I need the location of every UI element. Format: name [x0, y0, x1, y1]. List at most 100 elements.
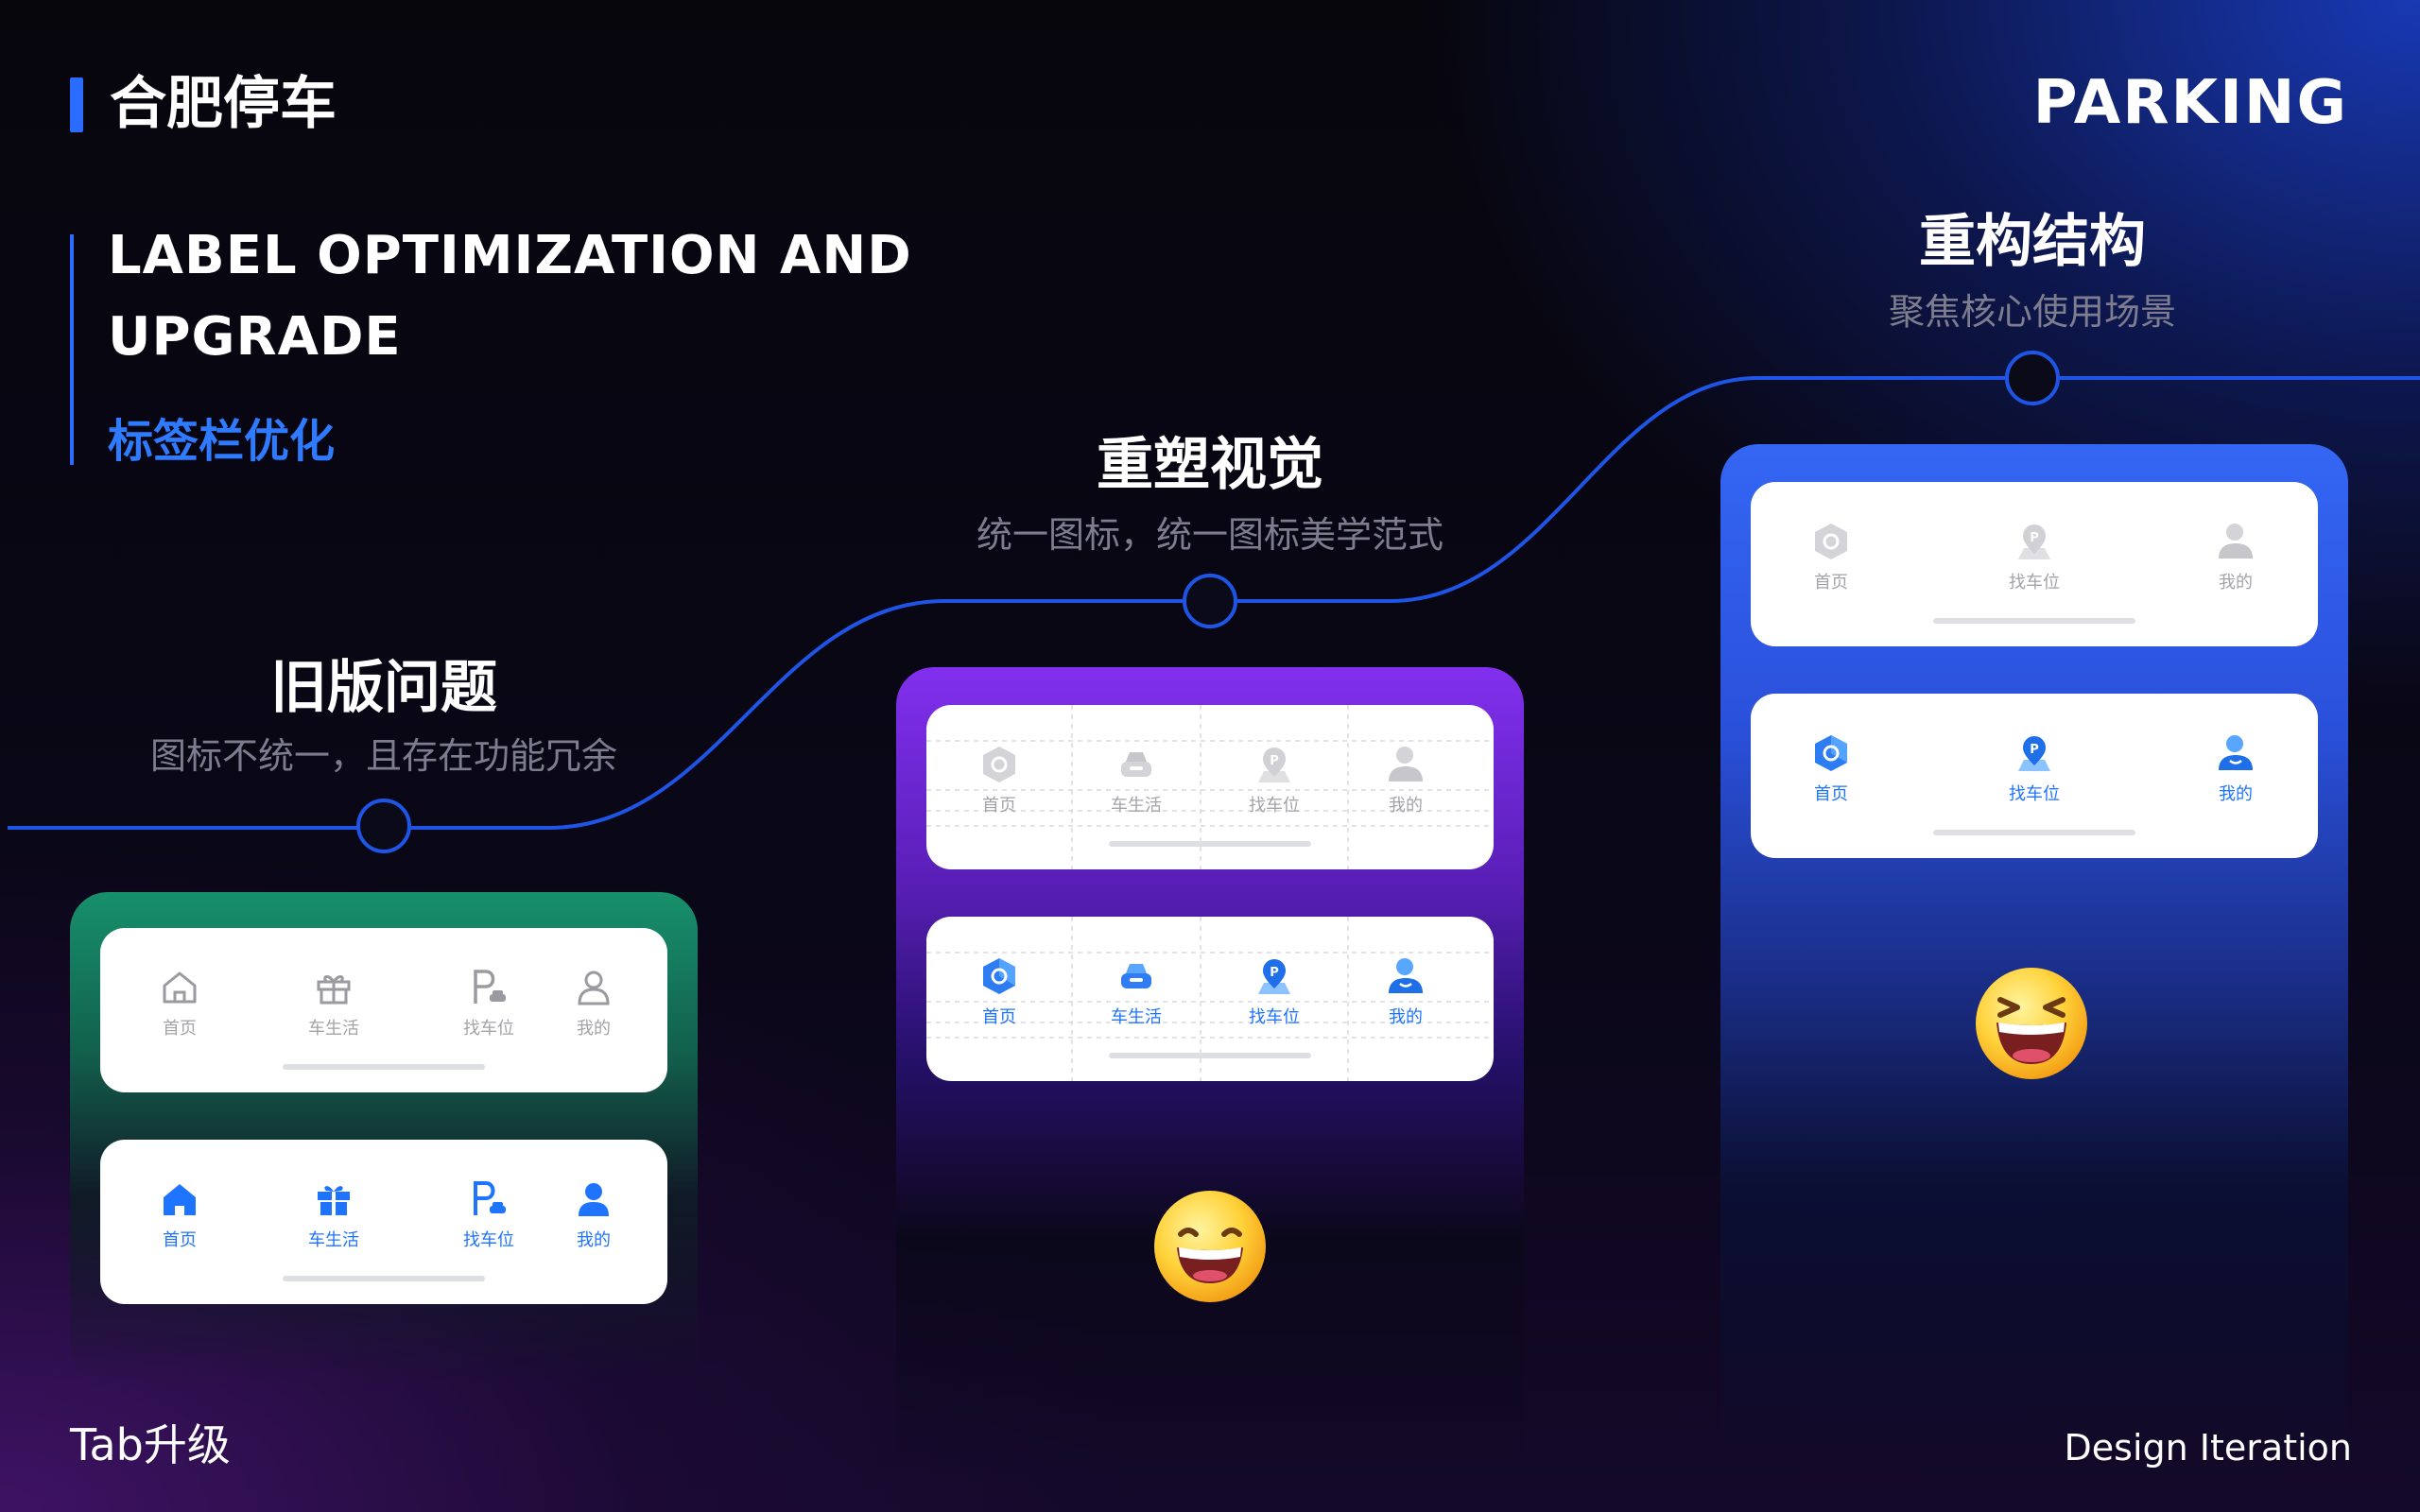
section-subtitle: 标签栏优化 — [108, 415, 336, 468]
tab-home[interactable]: 首页 — [928, 917, 1070, 1081]
tab-label: 找车位 — [463, 1019, 514, 1039]
user-icon — [2219, 524, 2253, 558]
tab-label: 找车位 — [2009, 573, 2060, 593]
stage-2-desc: 统一图标，统一图标美学范式 — [976, 514, 1443, 556]
tab-mine[interactable]: 我的 — [546, 928, 641, 1092]
home-indicator — [283, 1276, 485, 1281]
tab-label: 车生活 — [1111, 796, 1162, 816]
tab-car-life[interactable]: 车生活 — [263, 928, 405, 1092]
tab-mine[interactable]: 我的 — [546, 1140, 641, 1304]
user-icon — [2219, 735, 2253, 770]
stage-1-desc: 图标不统一，且存在功能冗余 — [149, 735, 617, 777]
tab-home[interactable]: 首页 — [109, 1140, 251, 1304]
tab-label: 我的 — [2219, 573, 2253, 593]
timeline-node-1 — [356, 799, 411, 853]
redesign-tabbar-inactive: 首页 车生活 P 找车位 我的 — [926, 705, 1494, 869]
tab-car-life[interactable]: 车生活 — [1065, 705, 1207, 869]
tab-label: 找车位 — [1249, 796, 1300, 816]
parking-pin-icon: P — [1258, 959, 1290, 994]
svg-text:P: P — [1270, 966, 1279, 980]
tab-label: 找车位 — [463, 1230, 514, 1250]
stage-1-title: 旧版问题 — [270, 655, 497, 721]
brand-accent-bar — [70, 77, 83, 132]
tab-mine[interactable]: 我的 — [1335, 917, 1477, 1081]
tab-label: 找车位 — [1249, 1007, 1300, 1027]
tab-label: 首页 — [163, 1230, 197, 1250]
grinning-emoji-icon — [1154, 1191, 1266, 1302]
user-icon — [1389, 958, 1423, 993]
svg-text:P: P — [2030, 531, 2039, 545]
footer-left-label: Tab升级 — [70, 1419, 231, 1470]
timeline-node-3 — [2005, 351, 2060, 405]
home-hexagon-icon — [1815, 524, 1847, 559]
old-tabbar-active: 首页 车生活 找车位 我的 — [100, 1140, 667, 1304]
timeline-node-2 — [1183, 574, 1237, 628]
tab-find-parking[interactable]: P 找车位 — [1203, 705, 1345, 869]
home-indicator — [1933, 618, 2135, 624]
stage-2-title: 重塑视觉 — [1097, 432, 1323, 498]
section-accent-line — [70, 234, 74, 465]
tab-find-parking[interactable]: P 找车位 — [1963, 694, 2105, 858]
tab-label: 首页 — [163, 1019, 197, 1039]
gift-icon — [318, 1186, 350, 1215]
tab-find-parking[interactable]: 找车位 — [418, 928, 560, 1092]
home-indicator — [1109, 1053, 1311, 1058]
tab-label: 首页 — [1814, 573, 1848, 593]
tab-label: 车生活 — [1111, 1007, 1162, 1027]
tab-car-life[interactable]: 车生活 — [263, 1140, 405, 1304]
stage-3-desc: 聚焦核心使用场景 — [1888, 291, 2176, 333]
svg-text:P: P — [1270, 754, 1279, 768]
tab-label: 找车位 — [2009, 784, 2060, 804]
parking-pin-icon: P — [2018, 524, 2050, 559]
tab-label: 车生活 — [308, 1230, 359, 1250]
tab-label: 车生活 — [308, 1019, 359, 1039]
redesign-tabbar-active: 首页 车生活 P 找车位 我的 — [926, 917, 1494, 1081]
tab-home[interactable]: 首页 — [109, 928, 251, 1092]
tab-label: 首页 — [982, 1007, 1016, 1027]
old-tabbar-inactive: 首页 车生活 找车位 我的 — [100, 928, 667, 1092]
tab-label: 首页 — [982, 796, 1016, 816]
home-hexagon-icon — [983, 747, 1015, 782]
user-icon — [579, 1183, 609, 1216]
tab-mine[interactable]: 我的 — [2165, 482, 2307, 646]
user-icon — [1389, 747, 1423, 782]
home-indicator — [1933, 830, 2135, 835]
tab-car-life[interactable]: 车生活 — [1065, 917, 1207, 1081]
tab-label: 我的 — [2219, 784, 2253, 804]
home-hexagon-icon — [983, 958, 1015, 994]
home-indicator — [283, 1064, 485, 1070]
stage-3-title: 重构结构 — [1919, 209, 2146, 275]
home-icon — [163, 971, 197, 1004]
svg-text:P: P — [2030, 743, 2039, 757]
tab-find-parking[interactable]: 找车位 — [418, 1140, 560, 1304]
restructure-tabbar-inactive: 首页 P 找车位 我的 — [1751, 482, 2318, 646]
corner-title: PARKING — [2032, 68, 2348, 138]
tab-home[interactable]: 首页 — [1760, 482, 1902, 646]
brand-title: 合肥停车 — [110, 71, 337, 137]
parking-pin-icon: P — [2018, 736, 2050, 771]
tab-home[interactable]: 首页 — [928, 705, 1070, 869]
footer-right-label: Design Iteration — [2064, 1427, 2352, 1469]
parking-icon — [474, 1181, 506, 1215]
parking-icon — [474, 970, 506, 1004]
tab-find-parking[interactable]: P 找车位 — [1203, 917, 1345, 1081]
home-indicator — [1109, 841, 1311, 847]
tab-mine[interactable]: 我的 — [1335, 705, 1477, 869]
gift-icon — [317, 975, 351, 1005]
tab-label: 我的 — [577, 1230, 611, 1250]
tab-mine[interactable]: 我的 — [2165, 694, 2307, 858]
section-title: LABEL OPTIMIZATION AND UPGRADE — [108, 225, 912, 368]
tab-label: 我的 — [1389, 1007, 1423, 1027]
car-icon — [1121, 964, 1151, 988]
user-icon — [578, 971, 610, 1005]
car-icon — [1121, 752, 1151, 777]
parking-pin-icon: P — [1258, 747, 1290, 782]
tab-find-parking[interactable]: P 找车位 — [1963, 482, 2105, 646]
home-hexagon-icon — [1815, 735, 1847, 771]
tab-label: 我的 — [1389, 796, 1423, 816]
laughing-emoji-icon — [1976, 968, 2087, 1079]
tab-label: 我的 — [577, 1019, 611, 1039]
tab-home[interactable]: 首页 — [1760, 694, 1902, 858]
home-icon — [164, 1184, 196, 1215]
